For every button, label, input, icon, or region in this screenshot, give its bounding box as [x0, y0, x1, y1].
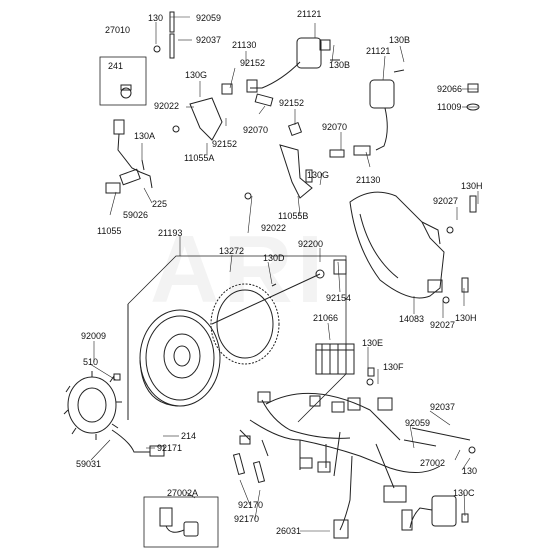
flywheel-assembly: [127, 255, 347, 423]
part-label: 92170: [234, 514, 260, 524]
coil-brackets: [172, 97, 313, 200]
oil-sensor-box: [99, 56, 147, 106]
part-label: 130B: [389, 35, 411, 45]
part-label: 130C: [453, 488, 475, 498]
part-label: 27010: [105, 25, 131, 35]
ground-wire-assembly: [105, 119, 153, 194]
spark-plug-fittings: [254, 83, 480, 158]
part-label: 92059: [405, 418, 431, 428]
part-label: 21130: [356, 175, 381, 185]
part-label: 21193: [158, 228, 183, 238]
part-label: 130F: [383, 362, 404, 372]
ignition-coil-left: [221, 37, 340, 95]
part-label: 14083: [399, 314, 425, 324]
part-label: 92170: [238, 500, 264, 510]
upper-bolts: [153, 11, 175, 59]
voltage-regulator: [315, 343, 375, 377]
part-label: 21130: [232, 40, 257, 50]
part-label: 27002A: [167, 488, 199, 498]
part-label: 130A: [134, 131, 156, 141]
terminal-leads: [232, 452, 266, 484]
part-label: 59031: [76, 459, 102, 469]
part-label: 92009: [81, 331, 107, 341]
watermark: ARI: [150, 216, 328, 323]
part-label: 225: [152, 199, 168, 209]
main-wiring-harness: [239, 391, 441, 539]
part-label: 214: [181, 431, 197, 441]
stator: [63, 371, 165, 457]
part-label: 92171: [157, 443, 183, 453]
part-label: 26031: [276, 526, 302, 536]
part-label: 92152: [279, 98, 305, 108]
part-label: 92200: [298, 239, 324, 249]
part-label: 27002: [420, 458, 446, 468]
part-label: 92037: [430, 402, 456, 412]
part-label: 130D: [263, 253, 285, 263]
part-label: 92152: [212, 139, 238, 149]
part-label: 130: [462, 466, 478, 476]
fan-housing: [349, 191, 477, 304]
part-label: 92027: [433, 196, 459, 206]
part-label: 11055: [97, 226, 122, 236]
part-label: 92070: [243, 125, 269, 135]
harness-bolts: [366, 378, 476, 454]
part-label: 21066: [313, 313, 339, 323]
part-label: 130H: [455, 313, 477, 323]
part-label: 130B: [329, 60, 351, 70]
part-label: 241: [108, 61, 124, 71]
part-label: 11055A: [184, 153, 215, 163]
part-label: 130: [148, 13, 164, 23]
part-label: 130H: [461, 181, 483, 191]
part-label: 130G: [307, 170, 330, 180]
part-label: 130G: [185, 70, 208, 80]
part-label: 21121: [297, 9, 322, 19]
part-label: 92154: [326, 293, 352, 303]
part-label: 92022: [154, 101, 180, 111]
connector-27002: [401, 495, 469, 531]
leader-lines: [89, 16, 479, 532]
part-label: 21121: [366, 46, 391, 56]
part-label: 92152: [240, 58, 266, 68]
part-label: 92022: [261, 223, 287, 233]
ignition-coil-right: [369, 69, 405, 151]
part-label: 92037: [196, 35, 222, 45]
part-label: 92059: [196, 13, 222, 23]
part-label: 130E: [362, 338, 384, 348]
connector-27002a-box: [143, 496, 219, 548]
part-label: 92027: [430, 320, 456, 330]
part-label: 59026: [123, 210, 149, 220]
part-label: 92066: [437, 84, 463, 94]
part-label: 11009: [437, 102, 462, 112]
part-label: 510: [83, 357, 99, 367]
part-label: 11055B: [278, 211, 309, 221]
part-label: 92070: [322, 122, 348, 132]
part-label: 13272: [219, 246, 245, 256]
